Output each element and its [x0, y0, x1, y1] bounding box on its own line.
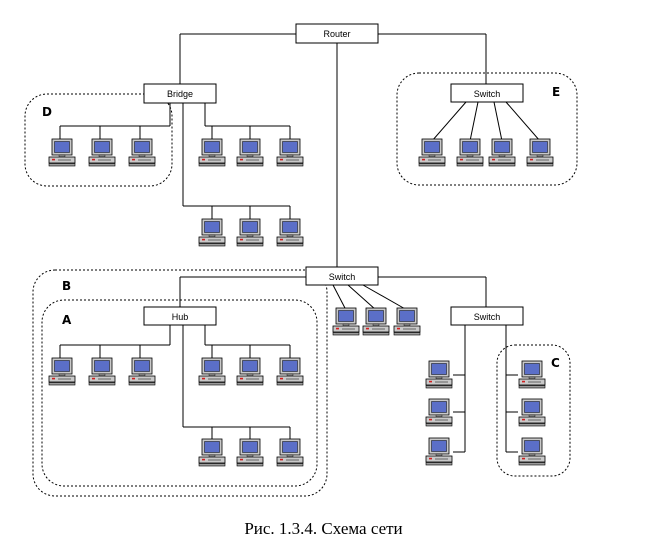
pc-bridge-5 [236, 218, 264, 247]
pc-c-1 [518, 360, 546, 389]
zone-a-boundary [41, 299, 318, 487]
pc-a-6 [276, 357, 304, 386]
pc-a-9 [276, 438, 304, 467]
network-diagram: Router Bridge Switch Switch Hub Switch [24, 23, 578, 497]
pc-bridge-4 [198, 218, 226, 247]
switch-main: Switch [305, 266, 379, 286]
switch-c: Switch [450, 306, 524, 326]
pc-a-4 [198, 357, 226, 386]
pc-e-3 [488, 138, 516, 167]
pc-bridge-2 [236, 138, 264, 167]
pc-sc-left-2 [425, 398, 453, 427]
bridge-label: Bridge [167, 89, 193, 99]
pc-bridge-3 [276, 138, 304, 167]
pc-e-4 [526, 138, 554, 167]
pc-switch-3 [393, 307, 421, 336]
pc-sc-left-1 [425, 360, 453, 389]
pc-e-1 [418, 138, 446, 167]
pc-bridge-6 [276, 218, 304, 247]
zone-d-boundary [24, 93, 173, 187]
bridge: Bridge [143, 83, 217, 104]
hub: Hub [143, 306, 217, 326]
pc-sc-left-3 [425, 437, 453, 466]
pc-a-3 [128, 357, 156, 386]
pc-bridge-1 [198, 138, 226, 167]
zone-d-label: D [42, 105, 52, 119]
pc-switch-1 [332, 307, 360, 336]
zone-b-label: B [62, 279, 71, 293]
pc-a-5 [236, 357, 264, 386]
switch-c-label: Switch [474, 312, 501, 322]
zone-e-label: E [552, 85, 560, 99]
switch-e-label: Switch [474, 89, 501, 99]
hub-label: Hub [172, 312, 189, 322]
zone-e-boundary [396, 72, 578, 186]
pc-e-2 [456, 138, 484, 167]
pc-a-1 [48, 357, 76, 386]
zone-c-label: C [551, 356, 560, 370]
connection-lines [59, 33, 541, 453]
switch-main-label: Switch [329, 272, 356, 282]
pc-c-3 [518, 437, 546, 466]
pc-switch-2 [362, 307, 390, 336]
pc-c-2 [518, 398, 546, 427]
zone-a-label: A [62, 313, 72, 327]
figure-caption: Рис. 1.3.4. Схема сети [244, 519, 403, 538]
pc-a-7 [198, 438, 226, 467]
pc-d-2 [88, 138, 116, 167]
pc-a-8 [236, 438, 264, 467]
router: Router [295, 23, 379, 44]
zone-b-boundary [32, 269, 328, 497]
pc-a-2 [88, 357, 116, 386]
router-label: Router [323, 29, 350, 39]
switch-e: Switch [450, 83, 524, 103]
pc-d-3 [128, 138, 156, 167]
pc-d-1 [48, 138, 76, 167]
zone-c-boundary [496, 344, 571, 477]
